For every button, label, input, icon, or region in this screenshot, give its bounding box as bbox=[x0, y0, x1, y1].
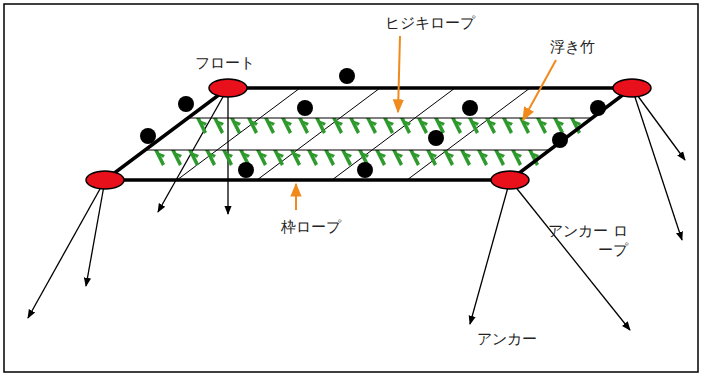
floats bbox=[86, 79, 651, 189]
anchor-ropes bbox=[28, 88, 685, 330]
part-label: ヒジキロープ bbox=[385, 14, 475, 33]
part-label: 浮き竹 bbox=[550, 38, 595, 57]
part-label: アンカー ロープ bbox=[548, 222, 628, 260]
part-label: 枠ロープ bbox=[281, 218, 341, 237]
frame-rope bbox=[105, 88, 632, 180]
hijiki-strands bbox=[154, 118, 581, 166]
part-label: アンカー bbox=[477, 330, 537, 349]
part-label: フロート bbox=[195, 54, 255, 73]
buoys bbox=[140, 68, 606, 178]
leader-arrows bbox=[296, 36, 556, 210]
hijiki-ropes bbox=[145, 118, 592, 150]
floating-bamboo bbox=[177, 88, 530, 180]
frame-border bbox=[4, 4, 698, 372]
